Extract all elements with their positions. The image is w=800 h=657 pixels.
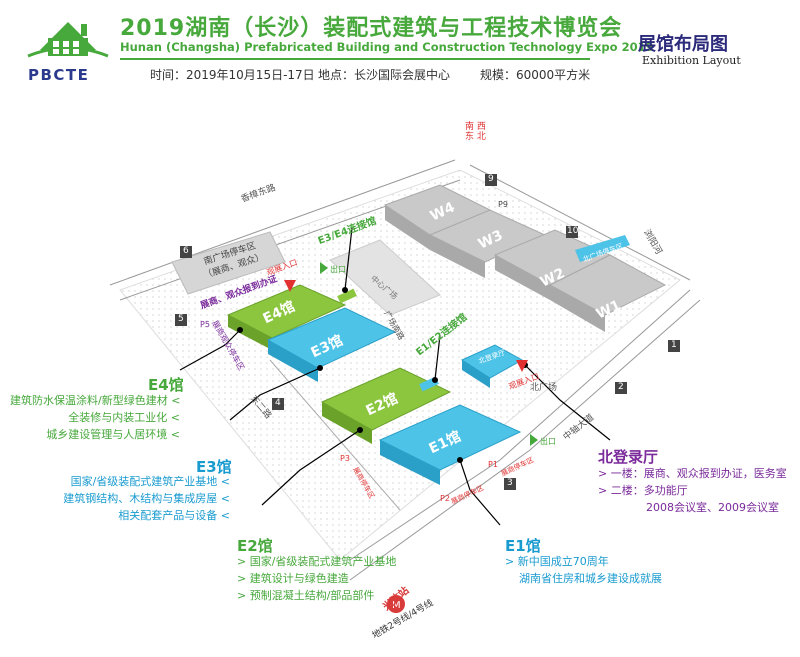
event-time: 时间：2019年10月15日-17日 xyxy=(150,68,315,82)
e2-leader xyxy=(261,429,361,506)
svg-text:M: M xyxy=(392,600,401,611)
e2-item: > 建筑设计与绿色建造 xyxy=(237,572,349,585)
compass: 南 西 东 北 xyxy=(465,122,486,142)
e3-title: E3馆 xyxy=(196,458,232,476)
exit-arrow-1 xyxy=(320,262,328,274)
north-hall-item: 2008会议室、2009会议室 xyxy=(646,501,779,514)
north-road-line xyxy=(109,159,456,286)
gate-4: 4 xyxy=(275,398,281,408)
north-hall-item: > 二楼：多功能厅 xyxy=(598,484,688,497)
layout-title-en: Exhibition Layout xyxy=(642,54,741,67)
gate-1: 1 xyxy=(671,340,677,350)
south-parking-area xyxy=(171,231,286,295)
center-square xyxy=(329,239,441,316)
e1e2-leader xyxy=(434,334,441,381)
page-subtitle-en: Hunan (Changsha) Prefabricated Building … xyxy=(120,40,654,54)
e4-item: 城乡建设管理与人居环境 < xyxy=(46,428,180,441)
north-hall-title: 北登录厅 xyxy=(598,448,659,466)
e3-leader xyxy=(229,367,321,421)
p5-label: P5 xyxy=(200,320,210,329)
p1-label: P1 xyxy=(488,460,498,469)
e4-list: 建筑防水保温涂料/新型绿色建材 < 全装修与内装工业化 < 城乡建设管理与人居环… xyxy=(10,392,180,443)
event-scale: 规模：60000平方米 xyxy=(480,68,591,82)
pbcte-logo xyxy=(27,22,109,58)
e3e4-link-block xyxy=(337,288,357,304)
compass-south: 南 xyxy=(465,122,475,132)
title-divider xyxy=(120,58,590,60)
south-road-line xyxy=(349,289,691,561)
road-north-square: 北广场 xyxy=(530,383,558,393)
hall-w3-side xyxy=(430,235,485,278)
e4-item: 全装修与内装工业化 < xyxy=(68,411,180,424)
e3e4-leader xyxy=(344,227,353,291)
e2-item: > 预制混凝土结构/部品部件 xyxy=(237,589,375,602)
hall-e3-side xyxy=(268,340,318,382)
entry-arrow-1 xyxy=(284,280,296,292)
hall-w2-side xyxy=(495,255,550,300)
gate-9: 9 xyxy=(488,174,494,184)
exit-label-1: 出口 xyxy=(330,265,346,274)
e4-title: E4馆 xyxy=(148,376,184,394)
e1-title: E1馆 xyxy=(505,537,541,555)
e3-item: 国家/省级装配式建筑产业基地 < xyxy=(70,475,230,488)
south-road-line2 xyxy=(349,299,701,581)
exit-arrow-2 xyxy=(530,434,538,446)
logo-text: PBCTE xyxy=(28,66,90,84)
gate-markers xyxy=(175,174,680,490)
compass-west: 西 xyxy=(476,122,486,132)
e3-item: 相关配套产品与设备 < xyxy=(118,509,230,522)
east-road-line xyxy=(469,164,691,281)
p9-label: P9 xyxy=(498,200,508,209)
event-place: 地点：长沙国际会展中心 xyxy=(318,68,451,82)
metro-icon xyxy=(387,595,405,613)
e1-leader xyxy=(459,459,501,526)
hall-e2-side xyxy=(322,402,372,444)
e3-item: 建筑钢结构、木结构与集成房屋 < xyxy=(63,492,230,505)
hall-w1-side xyxy=(550,285,605,332)
e2-title: E2馆 xyxy=(237,537,273,555)
gate-6: 6 xyxy=(183,246,189,256)
e1-item: 湖南省住房和城乡建设成就展 xyxy=(519,572,662,585)
gate-10: 10 xyxy=(567,226,579,236)
page-title: 2019湖南（长沙）装配式建筑与工程技术博览会 xyxy=(120,16,623,41)
gate-5: 5 xyxy=(178,314,184,324)
p2-label: P2 xyxy=(440,494,450,503)
north-parking-tile xyxy=(575,235,630,262)
e2-item: > 国家/省级装配式建筑产业基地 xyxy=(237,555,397,568)
gate-3: 3 xyxy=(507,478,513,488)
e3-list: 国家/省级装配式建筑产业基地 < 建筑钢结构、木结构与集成房屋 < 相关配套产品… xyxy=(40,473,230,524)
entry-arrow-2 xyxy=(516,360,528,372)
e2-list: > 国家/省级装配式建筑产业基地 > 建筑设计与绿色建造 > 预制混凝土结构/部… xyxy=(237,553,396,604)
compass-east: 东 xyxy=(465,132,475,142)
exit-label-2: 出口 xyxy=(540,437,556,446)
hall-e4-side xyxy=(228,315,272,350)
e4-item: 建筑防水保温涂料/新型绿色建材 < xyxy=(10,394,181,407)
hall-w1-roof xyxy=(548,254,667,316)
gate-2: 2 xyxy=(618,382,624,392)
north-hall-list: > 一楼：展商、观众报到办证，医务室 > 二楼：多功能厅 2008会议室、200… xyxy=(598,465,787,516)
hall-w4-side xyxy=(385,205,430,250)
layout-title-cn: 展馆布局图 xyxy=(638,34,728,55)
p3-label: P3 xyxy=(340,454,350,463)
north-leader xyxy=(524,364,611,441)
e1-item: > 新中国成立70周年 xyxy=(505,555,609,568)
compass-north: 北 xyxy=(476,132,486,142)
north-hall-side xyxy=(462,360,490,388)
hall-e3-roof xyxy=(266,307,397,369)
north-hall-item: > 一楼：展商、观众报到办证，医务室 xyxy=(598,467,787,480)
hall-e2-roof xyxy=(320,367,452,431)
e1-list: > 新中国成立70周年 湖南省住房和城乡建设成就展 xyxy=(505,553,662,587)
west-road-line xyxy=(269,359,401,511)
hall-e1-side xyxy=(380,440,440,485)
e4-leader xyxy=(179,329,241,371)
